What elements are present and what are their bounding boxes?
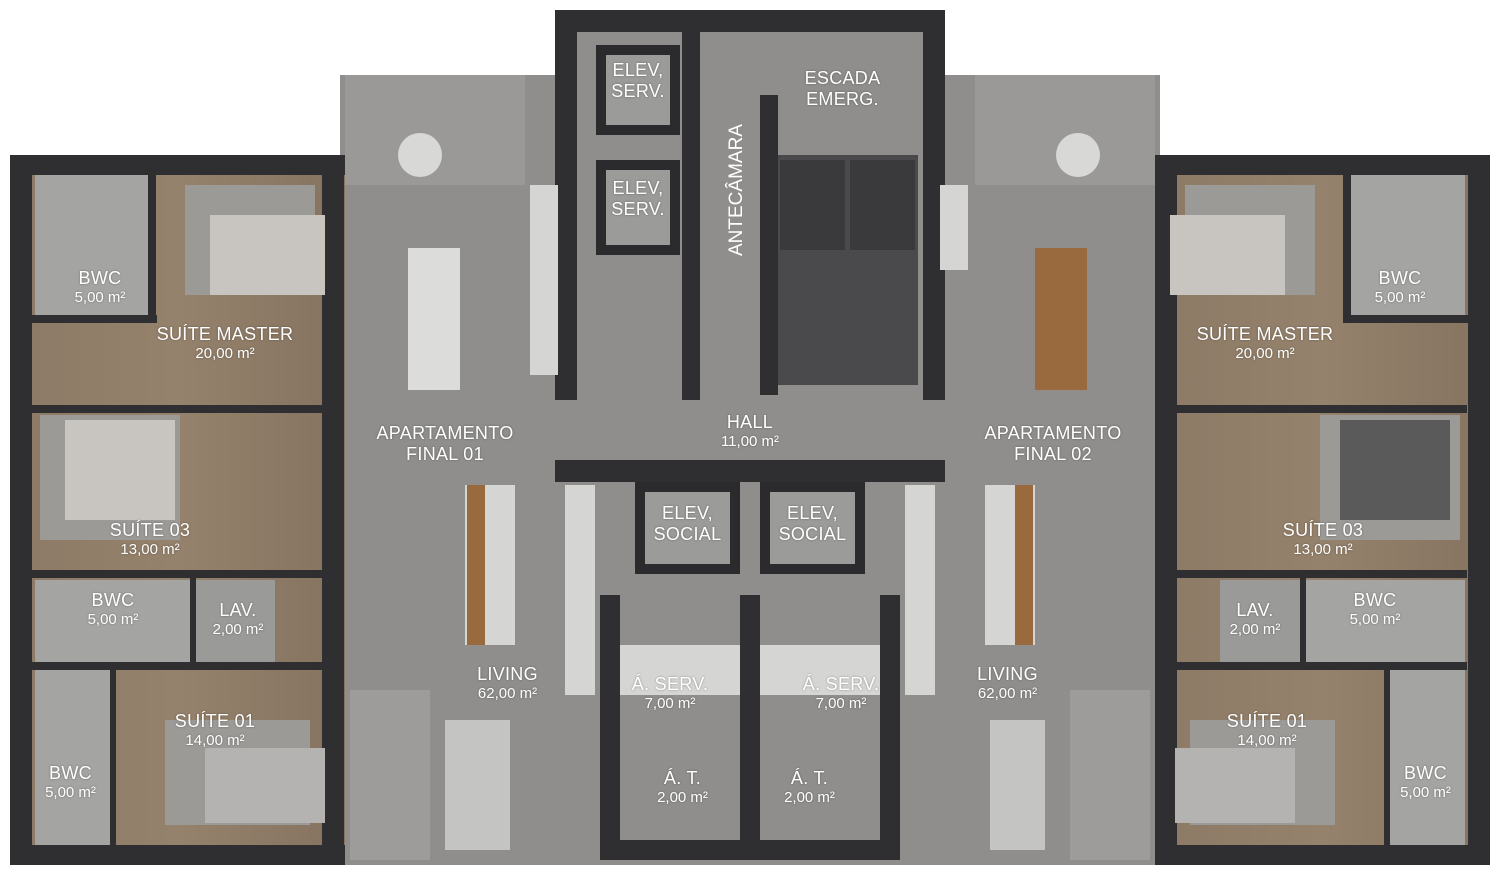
room-name: LIVING [477, 664, 538, 684]
apt-01-label: APARTAMENTO FINAL 01 [355, 423, 535, 464]
right-lav-label: LAV. 2,00 m² [1215, 600, 1295, 638]
left-lav-label: LAV. 2,00 m² [198, 600, 278, 638]
apt-01-line1: APARTAMENTO [376, 423, 514, 443]
room-area: 2,00 m² [657, 788, 708, 806]
hall-name: HALL [726, 412, 774, 432]
room-area: 2,00 m² [212, 620, 264, 638]
elev-social-2-line1: ELEV, [787, 503, 838, 523]
left-suite-01-label: SUÍTE 01 14,00 m² [160, 711, 270, 749]
left-living-label: LIVING 62,00 m² [455, 664, 560, 702]
room-area: 13,00 m² [1293, 540, 1353, 558]
room-name: LAV. [1236, 600, 1274, 620]
room-area: 7,00 m² [644, 694, 696, 712]
room-name: SUÍTE 03 [1282, 520, 1364, 540]
hall-area: 11,00 m² [720, 432, 780, 450]
apt-01-line2: FINAL 01 [406, 443, 484, 464]
room-area: 62,00 m² [977, 684, 1038, 702]
room-area: 13,00 m² [120, 540, 180, 558]
left-bwc-01-label: BWC 5,00 m² [28, 763, 113, 801]
room-area: 5,00 m² [1374, 288, 1426, 306]
room-area: 62,00 m² [477, 684, 538, 702]
room-name: BWC [1378, 268, 1422, 288]
room-name: Á. T. [790, 768, 829, 788]
apt-02-line2: FINAL 02 [1014, 443, 1092, 464]
room-name: BWC [78, 268, 122, 288]
room-name: SUÍTE MASTER [1196, 324, 1334, 344]
room-area: 5,00 m² [74, 288, 126, 306]
room-name: Á. SERV. [802, 674, 880, 694]
escada-label: ESCADA EMERG. [790, 68, 895, 109]
left-suite-master-label: SUÍTE MASTER 20,00 m² [135, 324, 315, 362]
left-bwc-03-label: BWC 5,00 m² [68, 590, 158, 628]
room-area: 2,00 m² [784, 788, 835, 806]
right-bwc-master-label: BWC 5,00 m² [1355, 268, 1445, 306]
right-suite-01-label: SUÍTE 01 14,00 m² [1212, 711, 1322, 749]
antecamara-label: ANTECÂMARA [726, 124, 747, 256]
elev-serv-2-line1: ELEV, [612, 178, 664, 198]
room-name: BWC [91, 590, 135, 610]
room-area: 5,00 m² [1349, 610, 1401, 628]
room-area: 5,00 m² [87, 610, 139, 628]
room-area: 5,00 m² [45, 783, 96, 801]
elev-social-1-label: ELEV, SOCIAL [640, 503, 735, 544]
right-area-servico-label: Á. SERV. 7,00 m² [786, 674, 896, 712]
terraces [345, 75, 1155, 860]
elev-social-2-line2: SOCIAL [778, 523, 847, 544]
elev-serv-1-line2: SERV. [611, 80, 665, 101]
elev-serv-2-label: ELEV, SERV. [598, 178, 678, 219]
room-area: 7,00 m² [815, 694, 867, 712]
hall-label: HALL 11,00 m² [700, 412, 800, 450]
elev-social-2-label: ELEV, SOCIAL [765, 503, 860, 544]
elevator-shafts [596, 45, 865, 574]
room-name: Á. SERV. [631, 674, 709, 694]
room-area: 14,00 m² [185, 731, 245, 749]
counters [465, 185, 1035, 695]
elev-social-1-line2: SOCIAL [653, 523, 722, 544]
walls [10, 10, 1490, 865]
room-name: BWC [49, 763, 92, 783]
elev-social-1-line1: ELEV, [662, 503, 713, 523]
right-suite-03-label: SUÍTE 03 13,00 m² [1268, 520, 1378, 558]
room-name: Á. T. [663, 768, 702, 788]
room-name: BWC [1353, 590, 1397, 610]
escada-line1: ESCADA [804, 68, 881, 88]
elev-serv-2-line2: SERV. [611, 198, 665, 219]
left-suite-03-label: SUÍTE 03 13,00 m² [95, 520, 205, 558]
left-area-servico-label: Á. SERV. 7,00 m² [615, 674, 725, 712]
room-area: 2,00 m² [1229, 620, 1281, 638]
right-area-tecnica-label: Á. T. 2,00 m² [762, 768, 857, 806]
elev-serv-1-label: ELEV, SERV. [598, 60, 678, 101]
room-name: LAV. [219, 600, 257, 620]
right-suite-master-label: SUÍTE MASTER 20,00 m² [1175, 324, 1355, 362]
dining-tables [408, 248, 1087, 645]
escada-line2: EMERG. [806, 88, 879, 109]
right-bwc-03-label: BWC 5,00 m² [1330, 590, 1420, 628]
room-name: SUÍTE MASTER [156, 324, 294, 344]
room-area: 5,00 m² [1400, 783, 1451, 801]
room-name: SUÍTE 03 [109, 520, 191, 540]
elev-serv-1-line1: ELEV, [612, 60, 664, 80]
room-area: 20,00 m² [1235, 344, 1295, 362]
room-area: 14,00 m² [1237, 731, 1297, 749]
room-name: SUÍTE 01 [1226, 711, 1308, 731]
right-bwc-01-label: BWC 5,00 m² [1383, 763, 1468, 801]
left-area-tecnica-label: Á. T. 2,00 m² [635, 768, 730, 806]
room-name: LIVING [977, 664, 1038, 684]
apt-02-label: APARTAMENTO FINAL 02 [963, 423, 1143, 464]
right-living-label: LIVING 62,00 m² [955, 664, 1060, 702]
room-area: 20,00 m² [195, 344, 255, 362]
beds [65, 215, 1450, 823]
apt-02-line1: APARTAMENTO [984, 423, 1122, 443]
left-bwc-master-label: BWC 5,00 m² [55, 268, 145, 306]
staircase [778, 155, 918, 385]
room-name: BWC [1404, 763, 1447, 783]
room-name: SUÍTE 01 [174, 711, 256, 731]
sofas [445, 720, 1045, 850]
